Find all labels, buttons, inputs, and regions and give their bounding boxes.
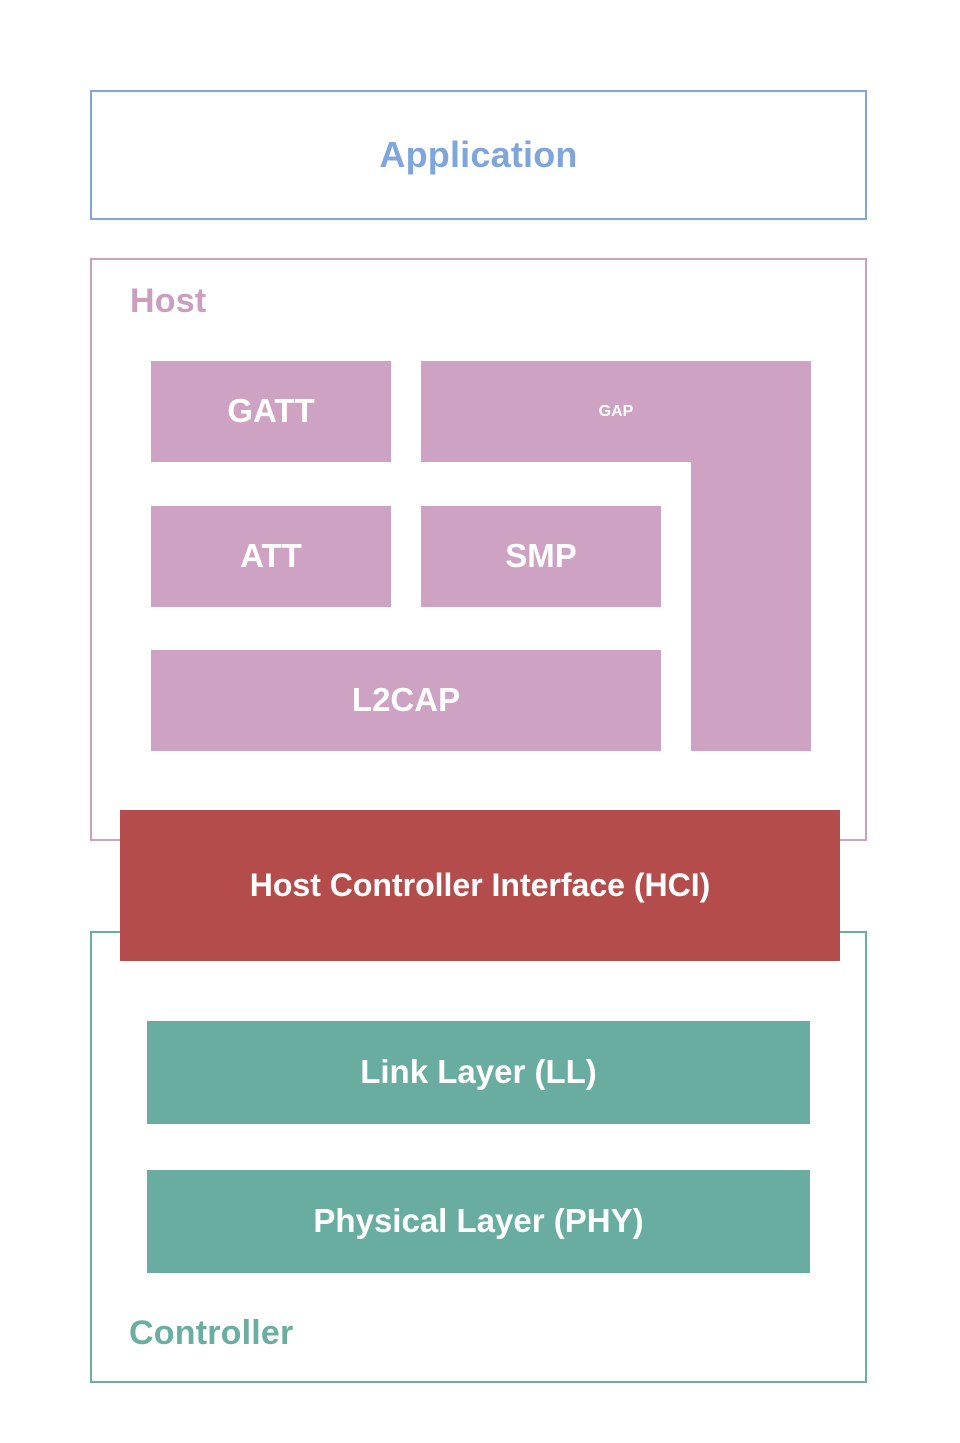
host-block-gap-label: GAP (598, 402, 634, 420)
host-block-smp: SMP (421, 506, 661, 607)
host-block-gatt: GATT (151, 361, 391, 462)
controller-block-link-layer: Link Layer (LL) (147, 1021, 810, 1124)
host-controller-interface-bar: Host Controller Interface (HCI) (120, 810, 840, 961)
application-layer-label: Application (379, 134, 578, 175)
controller-block-physical-layer: Physical Layer (PHY) (147, 1170, 810, 1273)
host-block-att: ATT (151, 506, 391, 607)
host-block-l2cap: L2CAP (151, 650, 661, 751)
host-layer-label: Host (130, 282, 207, 320)
controller-layer-label: Controller (129, 1314, 294, 1352)
application-layer-box (90, 90, 867, 220)
